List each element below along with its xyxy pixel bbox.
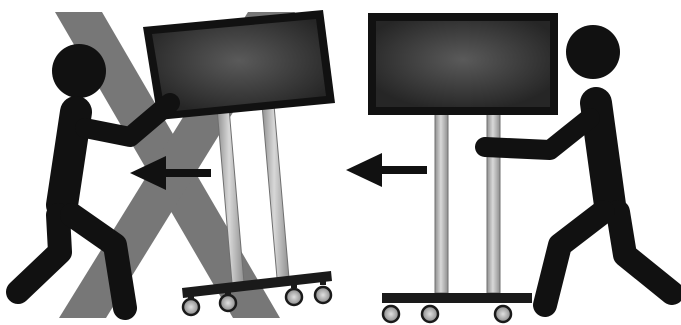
cart-pole-right <box>262 105 289 278</box>
wheel <box>495 306 511 322</box>
person-arm <box>485 118 590 150</box>
person-leg-back <box>18 215 60 292</box>
panel-incorrect <box>18 10 335 318</box>
person-leg-front <box>545 212 603 305</box>
person-leg-back <box>618 212 672 293</box>
cart-pole-left <box>435 110 448 293</box>
wheel <box>422 306 438 322</box>
wheel <box>286 289 302 305</box>
person-head <box>52 44 106 98</box>
wheel <box>183 299 199 315</box>
cart-base <box>382 293 532 303</box>
wheel <box>220 295 236 311</box>
tv-screen-icon <box>368 13 558 115</box>
cart-wheels <box>383 306 511 322</box>
arrow-left-icon <box>346 153 427 187</box>
panel-correct <box>346 13 672 322</box>
wheel <box>315 287 331 303</box>
wheel <box>383 306 399 322</box>
person-head <box>566 25 620 79</box>
person-torso <box>62 112 76 205</box>
